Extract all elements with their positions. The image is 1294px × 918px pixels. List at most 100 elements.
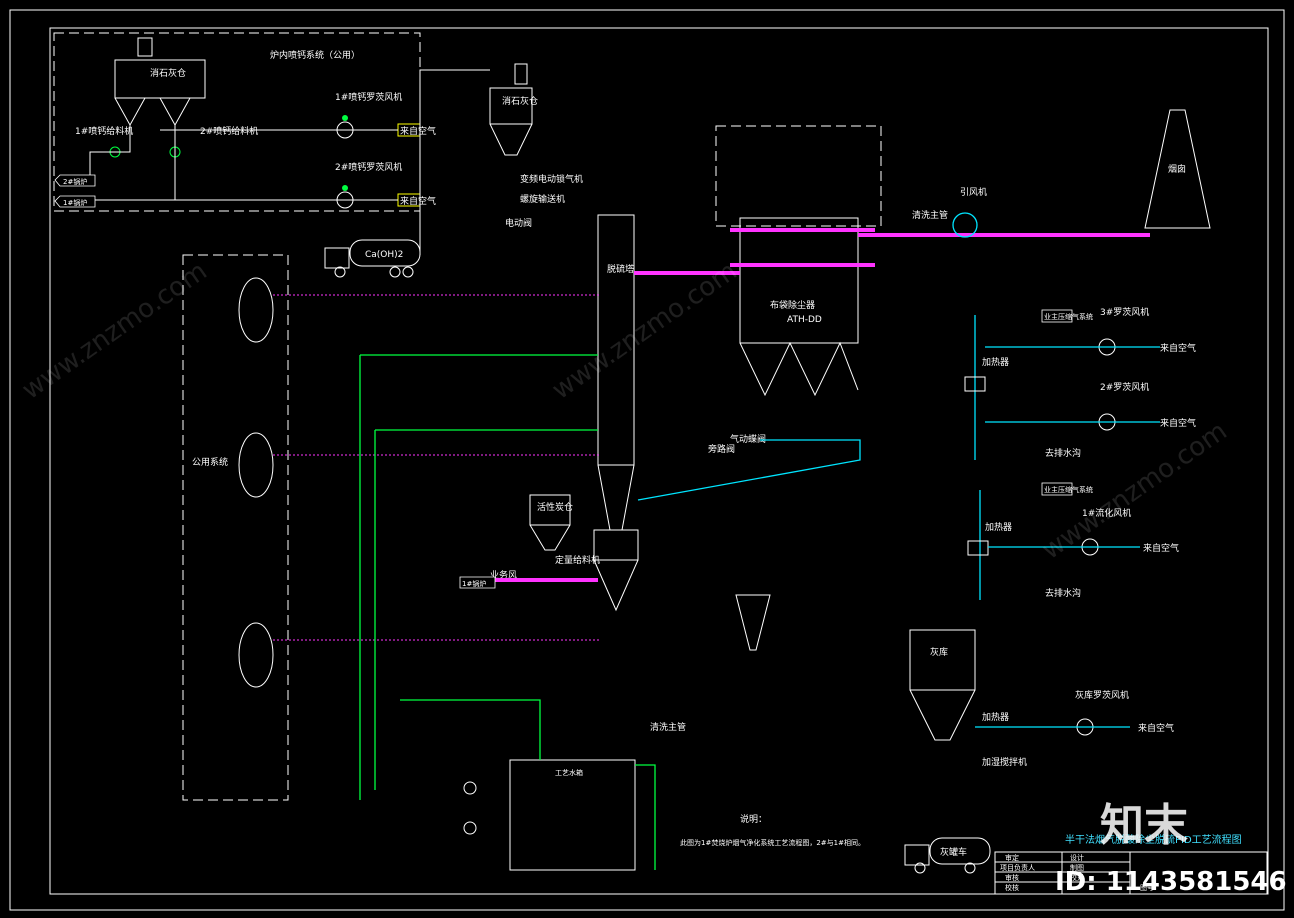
tb-row4a: 校核 <box>1005 883 1019 892</box>
activated-carbon-silo <box>529 494 571 551</box>
inner-frame <box>49 27 1269 895</box>
industrial-air-2-tag <box>1041 482 1073 496</box>
water-tank-label: 工艺水箱 <box>555 768 583 777</box>
drain-2-label: 去排水沟 <box>1045 587 1081 599</box>
air-2-label: 来自空气 <box>400 195 436 207</box>
industrial-air-1-tag <box>1041 309 1073 323</box>
ash-fan-label: 灰库罗茨风机 <box>1075 689 1129 701</box>
ash-silo-label: 灰库 <box>930 646 948 658</box>
feeder-1-label: 1#喷钙给料机 <box>75 125 133 137</box>
to-boiler-tag <box>459 576 496 589</box>
watermark-2: www.znzmo.com <box>547 256 743 406</box>
feeder-1-drop <box>115 125 131 153</box>
return-air-line <box>637 439 861 501</box>
activated-carbon-label: 活性炭仓 <box>537 501 573 513</box>
drawing-title: 半干法烟气脱酸除尘脱硫PID工艺流程图 <box>1065 833 1242 846</box>
to-furnace-1-line <box>60 152 176 201</box>
heater-2-label: 加热器 <box>985 521 1012 533</box>
image-id: ID: 1143581546 <box>1055 867 1287 897</box>
slaked-lime-silo-mid <box>489 63 533 156</box>
heater-2-icon <box>967 540 989 556</box>
screw-conveyor-label: 螺旋输送机 <box>520 193 565 205</box>
water-tank <box>509 759 636 871</box>
baghouse-top-boundary <box>715 125 882 227</box>
tb-row4b: 图号 <box>1140 884 1154 892</box>
water-main-label: 清洗主管 <box>650 721 686 733</box>
baghouse-label: 布袋除尘器 <box>770 299 815 311</box>
to-boiler-label: 1#锅炉 <box>462 579 486 588</box>
baghouse-code: ATH-DD <box>787 315 822 325</box>
scrubber-tower <box>593 214 639 612</box>
slaked-lime-silo-left <box>114 37 206 127</box>
inlet-main-label: 清洗主管 <box>912 209 948 221</box>
ash-truck-icon <box>904 837 991 874</box>
to-furnace-1-label: 1#锅炉 <box>63 198 87 207</box>
tank-2 <box>238 432 274 498</box>
tb-row1b: 设计 <box>1070 853 1084 862</box>
ash-truck-label: 灰罐车 <box>940 846 967 858</box>
tank-1 <box>238 277 274 343</box>
tank-3 <box>238 622 274 688</box>
air-1-label: 来自空气 <box>400 125 436 137</box>
air-in-5-label: 来自空气 <box>1143 542 1179 554</box>
pneumatic-valve-label: 气动蝶阀 <box>730 433 766 445</box>
baghouse <box>739 217 859 397</box>
truck-label: Ca(OH)2 <box>365 250 403 260</box>
silo-left-label: 消石灰仓 <box>150 67 186 79</box>
tb-row2a: 项目负责人 <box>1000 863 1035 872</box>
feeder-2-label: 2#喷钙给料机 <box>200 125 258 137</box>
pump-1-icon <box>463 781 477 795</box>
ash-silo <box>909 629 976 741</box>
ash-hopper <box>735 594 771 651</box>
to-furnace-2-label: 2#锅炉 <box>63 177 87 186</box>
id-fan-label: 引风机 <box>960 186 987 198</box>
carbon-feeder-label: 定量给料机 <box>555 554 600 566</box>
lime-truck-icon <box>324 239 421 278</box>
furnace-system-label: 炉内喷钙系统（公用） <box>270 49 360 61</box>
air-in-6-label: 来自空气 <box>1138 722 1174 734</box>
brand-watermark: 知末 <box>1100 800 1188 851</box>
chimney <box>1144 109 1211 229</box>
tank-line-1 <box>400 699 541 760</box>
electric-valve-label: 电动阀 <box>505 217 532 229</box>
industrial-air-2-label: 业主压缩气系统 <box>1044 485 1093 494</box>
to-furnace-1-tag <box>54 195 96 208</box>
note-text: 此图为1#焚烧炉烟气净化系统工艺流程图，2#与1#相同。 <box>680 838 865 847</box>
silo-feed-line <box>419 69 490 80</box>
fan-2-label: 2#罗茨风机 <box>1100 381 1149 393</box>
id-fan-icon <box>952 212 978 238</box>
bypass-valve-label: 旁路阀 <box>708 443 735 455</box>
pump-2-icon <box>463 821 477 835</box>
fan-3-label: 3#罗茨风机 <box>1100 306 1149 318</box>
tower-label: 脱硫塔 <box>607 263 634 275</box>
air-in-4-label: 来自空气 <box>1160 417 1196 429</box>
rotary-valve-label: 变频电动锁气机 <box>520 173 583 185</box>
tb-row3b: 校对 <box>1070 873 1084 882</box>
industrial-air-1-label: 业主压缩气系统 <box>1044 312 1093 321</box>
tb-row3a: 审核 <box>1005 873 1019 882</box>
drain-1-label: 去排水沟 <box>1045 447 1081 459</box>
blower-1-indicator-icon <box>342 115 348 121</box>
note-title: 说明： <box>740 813 767 825</box>
tank-line-2 <box>635 764 656 870</box>
outer-frame <box>9 9 1285 911</box>
heater-1-label: 加热器 <box>982 356 1009 368</box>
heater-1-icon <box>964 376 986 392</box>
heater-3-label: 加热器 <box>982 711 1009 723</box>
blower-1-label: 1#喷钙罗茨风机 <box>335 91 402 103</box>
chimney-label: 烟囱 <box>1168 163 1186 175</box>
tb-row1a: 审定 <box>1005 853 1019 862</box>
fan-1-label: 1#流化风机 <box>1082 507 1131 519</box>
to-furnace-2-tag <box>54 174 96 187</box>
silo-mid-label: 消石灰仓 <box>502 95 538 107</box>
public-system-label: 公用系统 <box>192 456 228 468</box>
mixer-label: 加湿搅拌机 <box>982 756 1027 768</box>
furnace-system-boundary <box>53 32 421 212</box>
public-system-boundary <box>182 254 289 801</box>
blower-2-label: 2#喷钙罗茨风机 <box>335 161 402 173</box>
title-block <box>994 851 1268 895</box>
tb-row2b: 制图 <box>1070 863 1084 872</box>
blower-2-indicator-icon <box>342 185 348 191</box>
air-in-3-label: 来自空气 <box>1160 342 1196 354</box>
